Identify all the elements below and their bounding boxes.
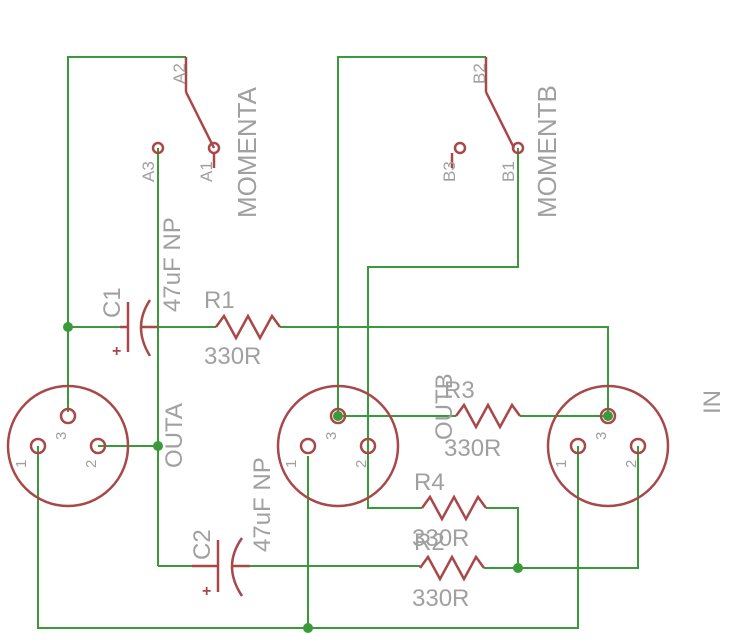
xlr-outb-pin3-label: 3 bbox=[323, 432, 340, 440]
switch-b-lever bbox=[484, 91, 516, 149]
wires bbox=[37, 56, 639, 629]
switch-b-pin3-label: B3 bbox=[440, 161, 459, 182]
r1-zigzag bbox=[214, 313, 282, 341]
c2-name: C2 bbox=[189, 529, 216, 560]
xlr-in-pin3 bbox=[599, 407, 617, 425]
switch-a-contact bbox=[151, 141, 165, 155]
xlr-in-pin3-label: 3 bbox=[593, 432, 610, 440]
wire-b2-top bbox=[337, 56, 486, 416]
xlr-in-body bbox=[546, 384, 670, 508]
xlr-outb-pin1 bbox=[299, 437, 317, 455]
resistor-r4: R4 330R bbox=[412, 469, 488, 552]
switch-a-name: MOMENTA bbox=[232, 86, 262, 218]
switch-momenta: A2 A3 A1 MOMENTA bbox=[139, 57, 262, 218]
r3-value: 330R bbox=[444, 435, 501, 462]
xlr-outa-pin2 bbox=[89, 437, 107, 455]
r2-zigzag bbox=[418, 554, 486, 582]
xlr-outa-pin2-label: 2 bbox=[83, 460, 100, 468]
xlr-outb-pin3 bbox=[329, 407, 347, 425]
junction-dot bbox=[333, 411, 343, 421]
wire-a2-top bbox=[67, 56, 186, 412]
capacitor-c2: + C2 47uF NP bbox=[189, 457, 276, 600]
xlr-in-pin1-label: 1 bbox=[553, 460, 570, 468]
r1-value: 330R bbox=[204, 343, 261, 370]
junctions bbox=[63, 322, 613, 633]
r4-name: R4 bbox=[414, 469, 445, 496]
r2-name: R2 bbox=[414, 529, 445, 556]
r2-value: 330R bbox=[412, 585, 469, 612]
xlr-outb-name: OUTB bbox=[431, 373, 458, 440]
r3-name: R3 bbox=[444, 377, 475, 404]
xlr-in-name: IN bbox=[699, 390, 726, 414]
xlr-outa-pin3-label: 3 bbox=[53, 432, 70, 440]
c1-value: 47uF NP bbox=[159, 217, 186, 312]
xlr-outa-pin3 bbox=[59, 407, 77, 425]
xlr-outa-pin1-label: 1 bbox=[13, 460, 30, 468]
wire-outb-r4 bbox=[367, 446, 422, 509]
c1-plus: + bbox=[112, 343, 121, 360]
xlr-in-pin2 bbox=[629, 437, 647, 455]
xlr-outb-body bbox=[276, 384, 400, 508]
junction-dot bbox=[303, 623, 313, 633]
junction-dot bbox=[63, 322, 73, 332]
xlr-outa-name: OUTA bbox=[161, 403, 188, 468]
r1-name: R1 bbox=[204, 287, 235, 314]
resistor-r2: R2 330R bbox=[412, 529, 486, 612]
c2-plus: + bbox=[202, 583, 211, 600]
switch-b-pin2-label: B2 bbox=[470, 63, 489, 84]
switch-b-pin1-label: B1 bbox=[499, 161, 518, 182]
r4-zigzag bbox=[420, 494, 488, 522]
switch-b-contact bbox=[511, 141, 525, 155]
switch-a-pin1-label: A1 bbox=[197, 161, 216, 182]
switch-b-contact bbox=[453, 141, 467, 155]
xlr-outb-pin2-label: 2 bbox=[353, 460, 370, 468]
r3-zigzag bbox=[454, 402, 522, 430]
xlr-connector-in: 1 2 3 IN bbox=[546, 384, 726, 508]
xlr-in-pin2-label: 2 bbox=[623, 460, 640, 468]
xlr-outa-body bbox=[6, 384, 130, 508]
c2-value: 47uF NP bbox=[249, 457, 276, 552]
junction-dot bbox=[603, 411, 613, 421]
junction-dot bbox=[153, 441, 163, 451]
r4-value: 330R bbox=[412, 525, 469, 552]
c1-name: C1 bbox=[99, 287, 126, 318]
resistor-r1: R1 330R bbox=[204, 287, 282, 370]
resistor-r3: R3 330R bbox=[444, 377, 522, 462]
wire-b1-down bbox=[367, 148, 519, 446]
switch-a-lever bbox=[184, 91, 216, 149]
switch-a-pin2-label: A2 bbox=[170, 63, 189, 84]
switch-a-pin3-label: A3 bbox=[139, 161, 158, 182]
xlr-outb-pin2 bbox=[359, 437, 377, 455]
xlr-in-pin1 bbox=[569, 437, 587, 455]
wire-r2-in bbox=[484, 446, 639, 569]
switch-momentb: B2 B3 B1 MOMENTB bbox=[440, 57, 562, 218]
xlr-connector-outa: 1 2 3 OUTA bbox=[6, 384, 188, 508]
junction-dot bbox=[513, 563, 523, 573]
wire-r4-node bbox=[486, 507, 519, 568]
xlr-connector-outb: 1 2 3 OUTB bbox=[276, 373, 458, 508]
xlr-outb-pin1-label: 1 bbox=[283, 460, 300, 468]
switch-b-name: MOMENTB bbox=[532, 85, 562, 218]
capacitor-c1: + C1 47uF NP bbox=[99, 217, 186, 360]
xlr-outa-pin1 bbox=[29, 437, 47, 455]
